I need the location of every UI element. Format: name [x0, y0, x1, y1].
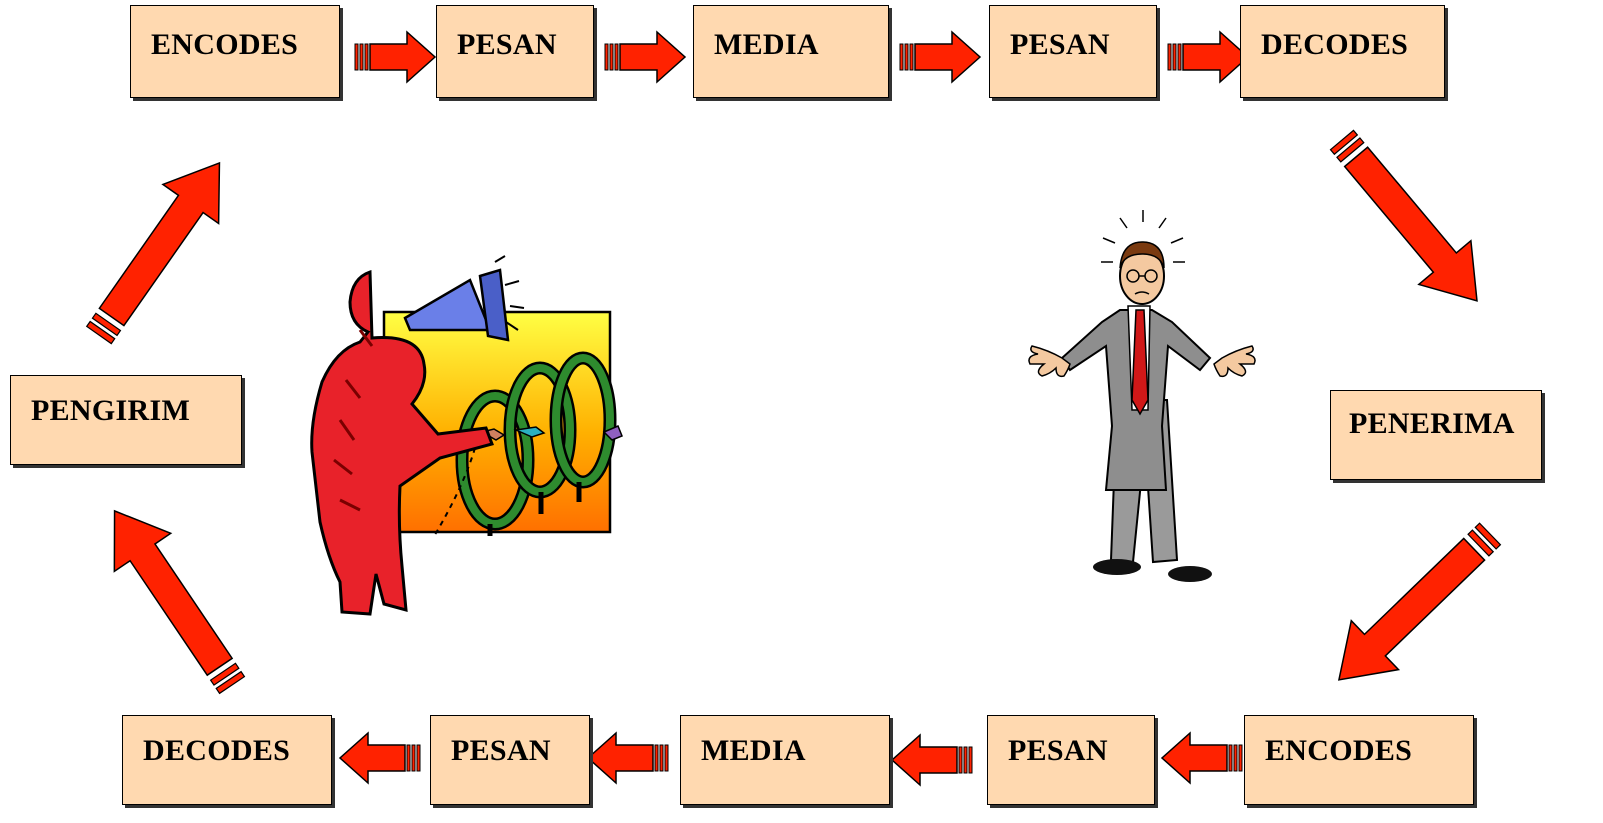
megaphone-person-icon — [310, 255, 623, 616]
top-pesan-label-2: PESAN — [1010, 28, 1110, 61]
bottom-encodes-box: ENCODES — [1244, 715, 1474, 805]
receiver-label: PENERIMA — [1349, 407, 1515, 440]
top-decodes-label: DECODES — [1261, 28, 1409, 61]
bottom-media-box: MEDIA — [680, 715, 890, 805]
top-decodes-box: DECODES — [1240, 5, 1445, 98]
top-media-label: MEDIA — [714, 28, 819, 61]
bottom-pesan-label-1: PESAN — [451, 734, 551, 767]
top-encodes-box: ENCODES — [130, 5, 340, 98]
top-encodes-label: ENCODES — [151, 28, 299, 61]
bottom-pesan-label-2: PESAN — [1008, 734, 1108, 767]
bottom-pesan-box-1: PESAN — [430, 715, 590, 805]
bottom-media-label: MEDIA — [701, 734, 806, 767]
bottom-encodes-label: ENCODES — [1265, 734, 1413, 767]
bottom-decodes-label: DECODES — [143, 734, 291, 767]
bottom-pesan-box-2: PESAN — [987, 715, 1155, 805]
receiver-box: PENERIMA — [1330, 390, 1542, 480]
top-media-box: MEDIA — [693, 5, 889, 98]
sender-box: PENGIRIM — [10, 375, 242, 465]
confused-businessman-icon — [1028, 210, 1256, 582]
bottom-decodes-box: DECODES — [122, 715, 332, 805]
top-pesan-box-2: PESAN — [989, 5, 1157, 98]
top-pesan-box-1: PESAN — [436, 5, 594, 98]
sender-label: PENGIRIM — [31, 394, 191, 427]
top-pesan-label-1: PESAN — [457, 28, 557, 61]
